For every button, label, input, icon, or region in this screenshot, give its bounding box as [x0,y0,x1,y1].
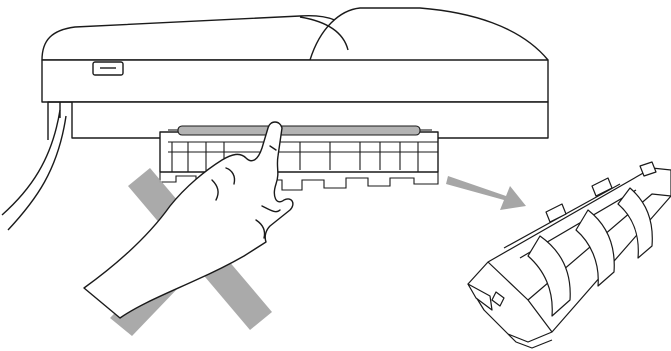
power-cable [2,110,66,230]
printer-body [42,8,548,172]
printer-scanner-lid [310,8,548,60]
feed-roller [178,126,420,135]
printer-top-cover [42,16,356,60]
jam-clear-cover [468,162,671,348]
remove-arrow-icon [446,176,526,210]
